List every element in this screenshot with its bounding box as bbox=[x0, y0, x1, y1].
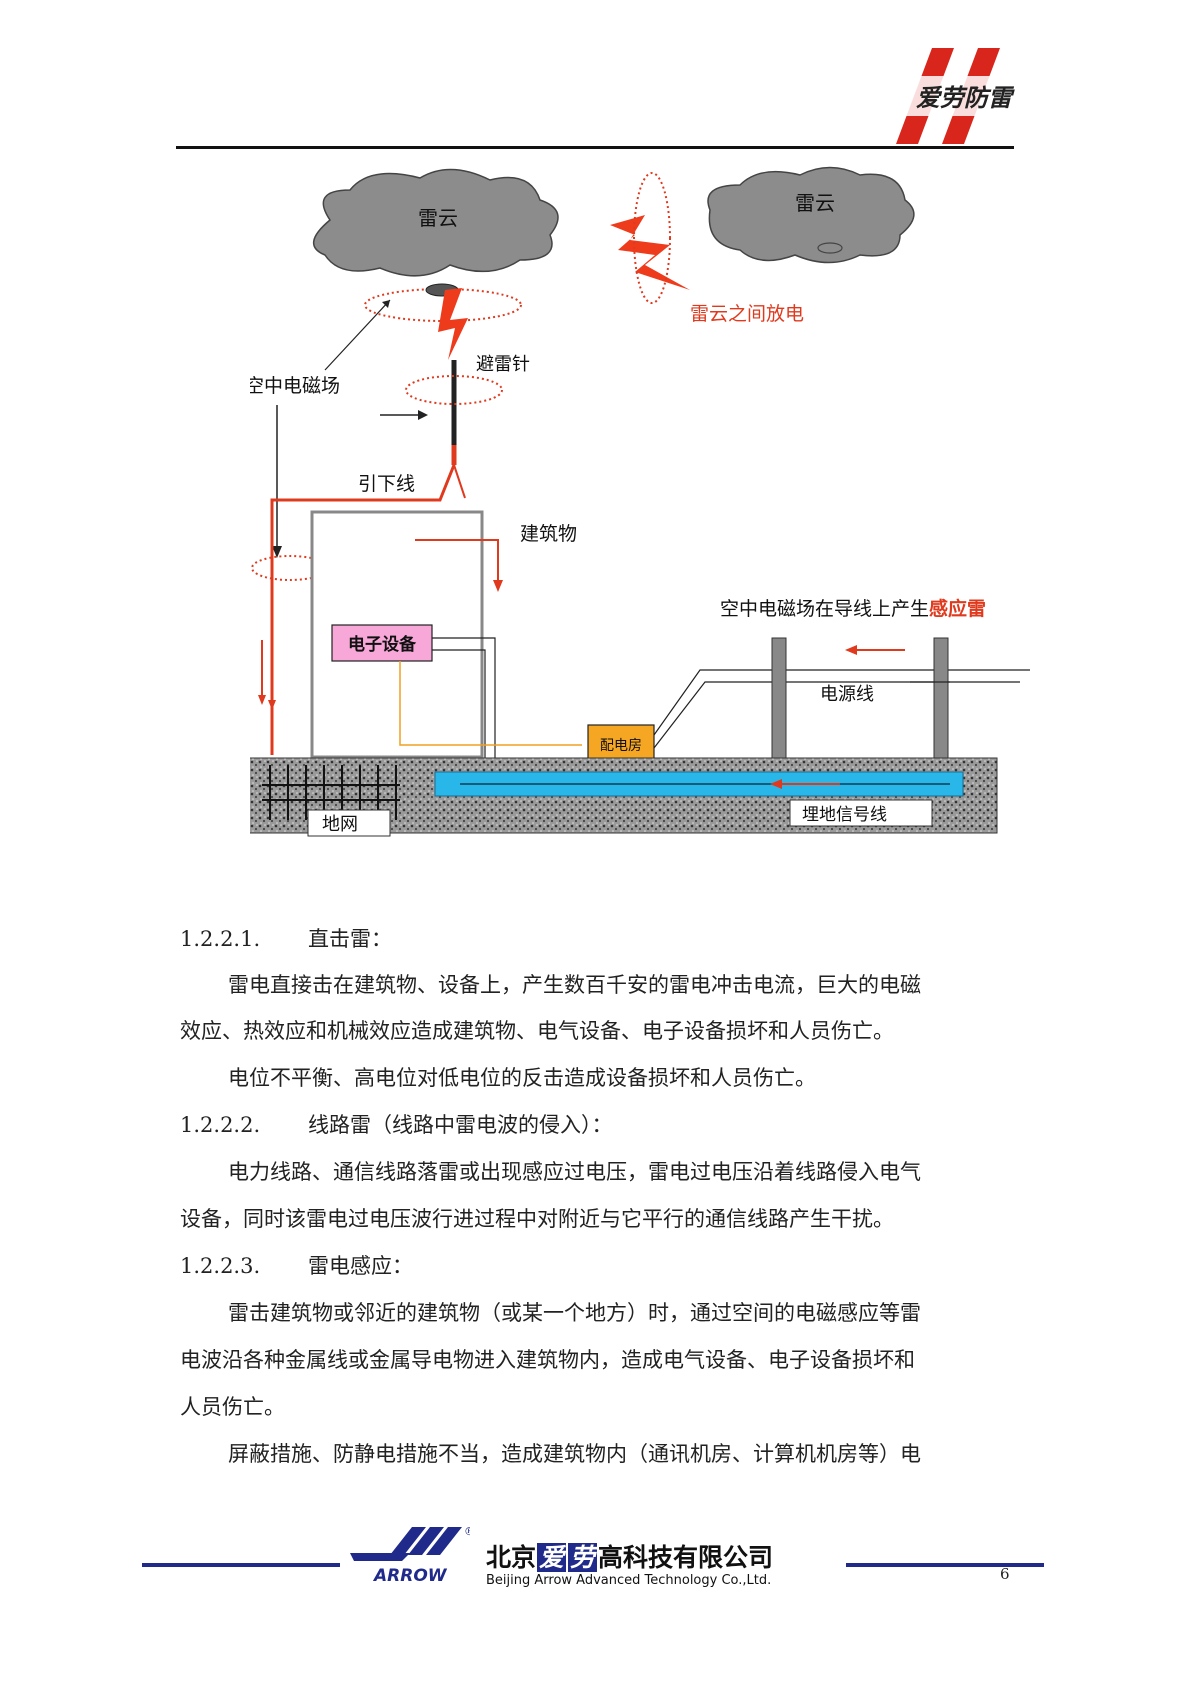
paragraph-line: 雷击建筑物或邻近的建筑物（或某一个地方）时，通过空间的电磁感应等雷 bbox=[228, 1301, 921, 1325]
ground-net-label: 地网 bbox=[322, 814, 358, 835]
electronic-equipment bbox=[331, 624, 433, 662]
power-room-label: 配电房 bbox=[600, 738, 642, 754]
section-title: 直击雷： bbox=[308, 927, 392, 951]
cloud-right: 雷云 bbox=[707, 166, 915, 264]
downlead-label: 引下线 bbox=[358, 473, 415, 495]
cloud-right-label: 雷云 bbox=[795, 191, 835, 215]
company-name-cn: 北京爱劳高科技有限公司 bbox=[486, 1543, 774, 1572]
logo-text: ARROW bbox=[372, 1566, 448, 1586]
building-label: 建筑物 bbox=[520, 523, 577, 545]
paragraph-line: 电波沿各种金属线或金属导电物进入建筑物内，造成电气设备、电子设备损坏和 bbox=[180, 1348, 915, 1372]
induced-prefix: 空中电磁场在导线上产生 bbox=[720, 598, 929, 620]
paragraph-line: 人员伤亡。 bbox=[180, 1395, 285, 1419]
rod-label: 避雷针 bbox=[476, 354, 530, 375]
intercloud-label: 雷云之间放电 bbox=[690, 303, 804, 325]
signal-line-label: 埋地信号线 bbox=[802, 805, 887, 825]
section-number: 1.2.2.1. bbox=[180, 927, 261, 951]
power-pole-2 bbox=[933, 637, 949, 759]
downlead-wire bbox=[270, 464, 456, 755]
power-pole-1 bbox=[771, 637, 787, 759]
cloud-left: 雷云 bbox=[313, 168, 559, 277]
equipment-label: 电子设备 bbox=[348, 634, 417, 655]
cloud-left-label: 雷云 bbox=[418, 206, 458, 230]
induced-highlight: 感应雷 bbox=[929, 597, 986, 620]
header-rule bbox=[176, 146, 1014, 149]
footer-rule-right bbox=[846, 1563, 1044, 1567]
induced-lightning-caption: 空中电磁场在导线上产生感应雷 bbox=[720, 597, 986, 620]
arrow-logo: ® ARROW bbox=[350, 1525, 470, 1586]
intercloud-discharge: 雷云之间放电 bbox=[610, 172, 804, 325]
paragraph-line: 电力线路、通信线路落雷或出现感应过电压，雷电过电压沿着线路侵入电气 bbox=[228, 1160, 921, 1184]
footer-rule-left bbox=[142, 1563, 340, 1567]
page-number: 6 bbox=[1000, 1565, 1010, 1583]
power-line-label: 电源线 bbox=[820, 684, 874, 705]
section-title: 线路雷（线路中雷电波的侵入）： bbox=[308, 1113, 613, 1137]
paragraph-line: 效应、热效应和机械效应造成建筑物、电气设备、电子设备损坏和人员伤亡。 bbox=[180, 1019, 894, 1043]
company-name-en: Beijing Arrow Advanced Technology Co.,Lt… bbox=[486, 1573, 772, 1588]
em-field-ring-rod bbox=[405, 375, 503, 405]
section-number: 1.2.2.3. bbox=[180, 1254, 261, 1278]
paragraph-line: 屏蔽措施、防静电措施不当，造成建筑物内（通讯机房、计算机机房等）电 bbox=[228, 1442, 921, 1466]
paragraph-line: 雷电直接击在建筑物、设备上，产生数百千安的雷电冲击电流，巨大的电磁 bbox=[228, 973, 921, 997]
section-title: 雷电感应： bbox=[308, 1254, 413, 1278]
paragraph-line: 设备，同时该雷电过电压波行进过程中对附近与它平行的通信线路产生干扰。 bbox=[180, 1207, 894, 1231]
header-logo-text: 爱劳防雷 bbox=[916, 84, 1015, 112]
lightning-bolt bbox=[438, 288, 468, 360]
paragraph-line: 电位不平衡、高电位对低电位的反击造成设备损坏和人员伤亡。 bbox=[228, 1066, 816, 1090]
lightning-diagram: 雷云 雷云 雷云之间放电 避雷针 空中电磁场 引下线 建筑物 电子设备 bbox=[250, 166, 1030, 837]
company-logo-header: 爱劳防雷 bbox=[896, 48, 1028, 144]
em-field-label: 空中电磁场 bbox=[250, 375, 340, 397]
registered-mark: ® bbox=[464, 1525, 470, 1538]
section-number: 1.2.2.2. bbox=[180, 1113, 261, 1137]
